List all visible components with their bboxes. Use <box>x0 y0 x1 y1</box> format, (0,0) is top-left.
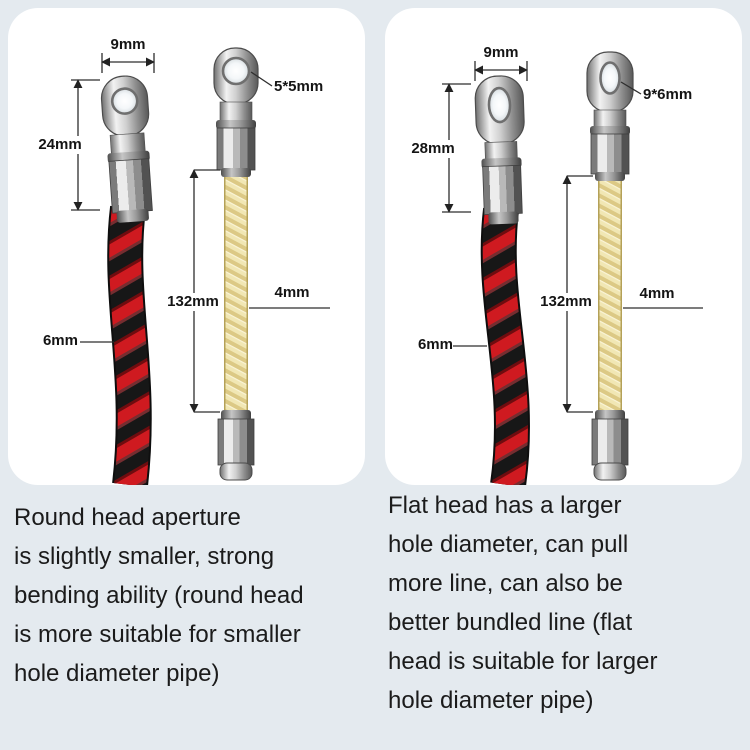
yellow-cable-end-connector <box>217 410 255 481</box>
head-width-label: 9mm <box>110 36 146 53</box>
flat-head-panel: 9mm 28mm 9*6mm 132mm 4mm 6mm <box>385 8 742 485</box>
round-head-graphic <box>71 47 330 485</box>
twisted-cable <box>480 207 530 485</box>
yellow-cable-end-connector <box>591 410 629 481</box>
cable-length-label: 132mm <box>535 293 597 311</box>
flat-head-caption: Flat head has a larger hole diameter, ca… <box>388 492 658 714</box>
head-width-label: 9mm <box>483 44 519 61</box>
cable-length-label: 132mm <box>162 293 224 311</box>
yellow-round-head-connector <box>213 47 259 177</box>
twisted-cable <box>107 205 152 485</box>
round-head-panel: 9mm 24mm 5*5mm 132mm 4mm 6mm <box>8 8 365 485</box>
flat-head-connector <box>474 75 525 225</box>
hole-size-label: 5*5mm <box>274 78 324 95</box>
round-head-connector <box>100 75 153 223</box>
twisted-diameter-label: 6mm <box>417 336 453 353</box>
yellow-flat-head-connector <box>586 51 634 181</box>
dimension-lines <box>71 53 330 413</box>
flat-head-graphic <box>442 51 703 485</box>
hole-size-label: 9*6mm <box>643 86 693 103</box>
yellow-diameter-label: 4mm <box>639 285 675 302</box>
head-length-label: 28mm <box>407 140 459 158</box>
head-length-label: 24mm <box>34 136 86 154</box>
round-head-caption: Round head aperture is slightly smaller,… <box>14 504 304 687</box>
twisted-diameter-label: 6mm <box>42 332 78 349</box>
yellow-diameter-label: 4mm <box>274 284 310 301</box>
